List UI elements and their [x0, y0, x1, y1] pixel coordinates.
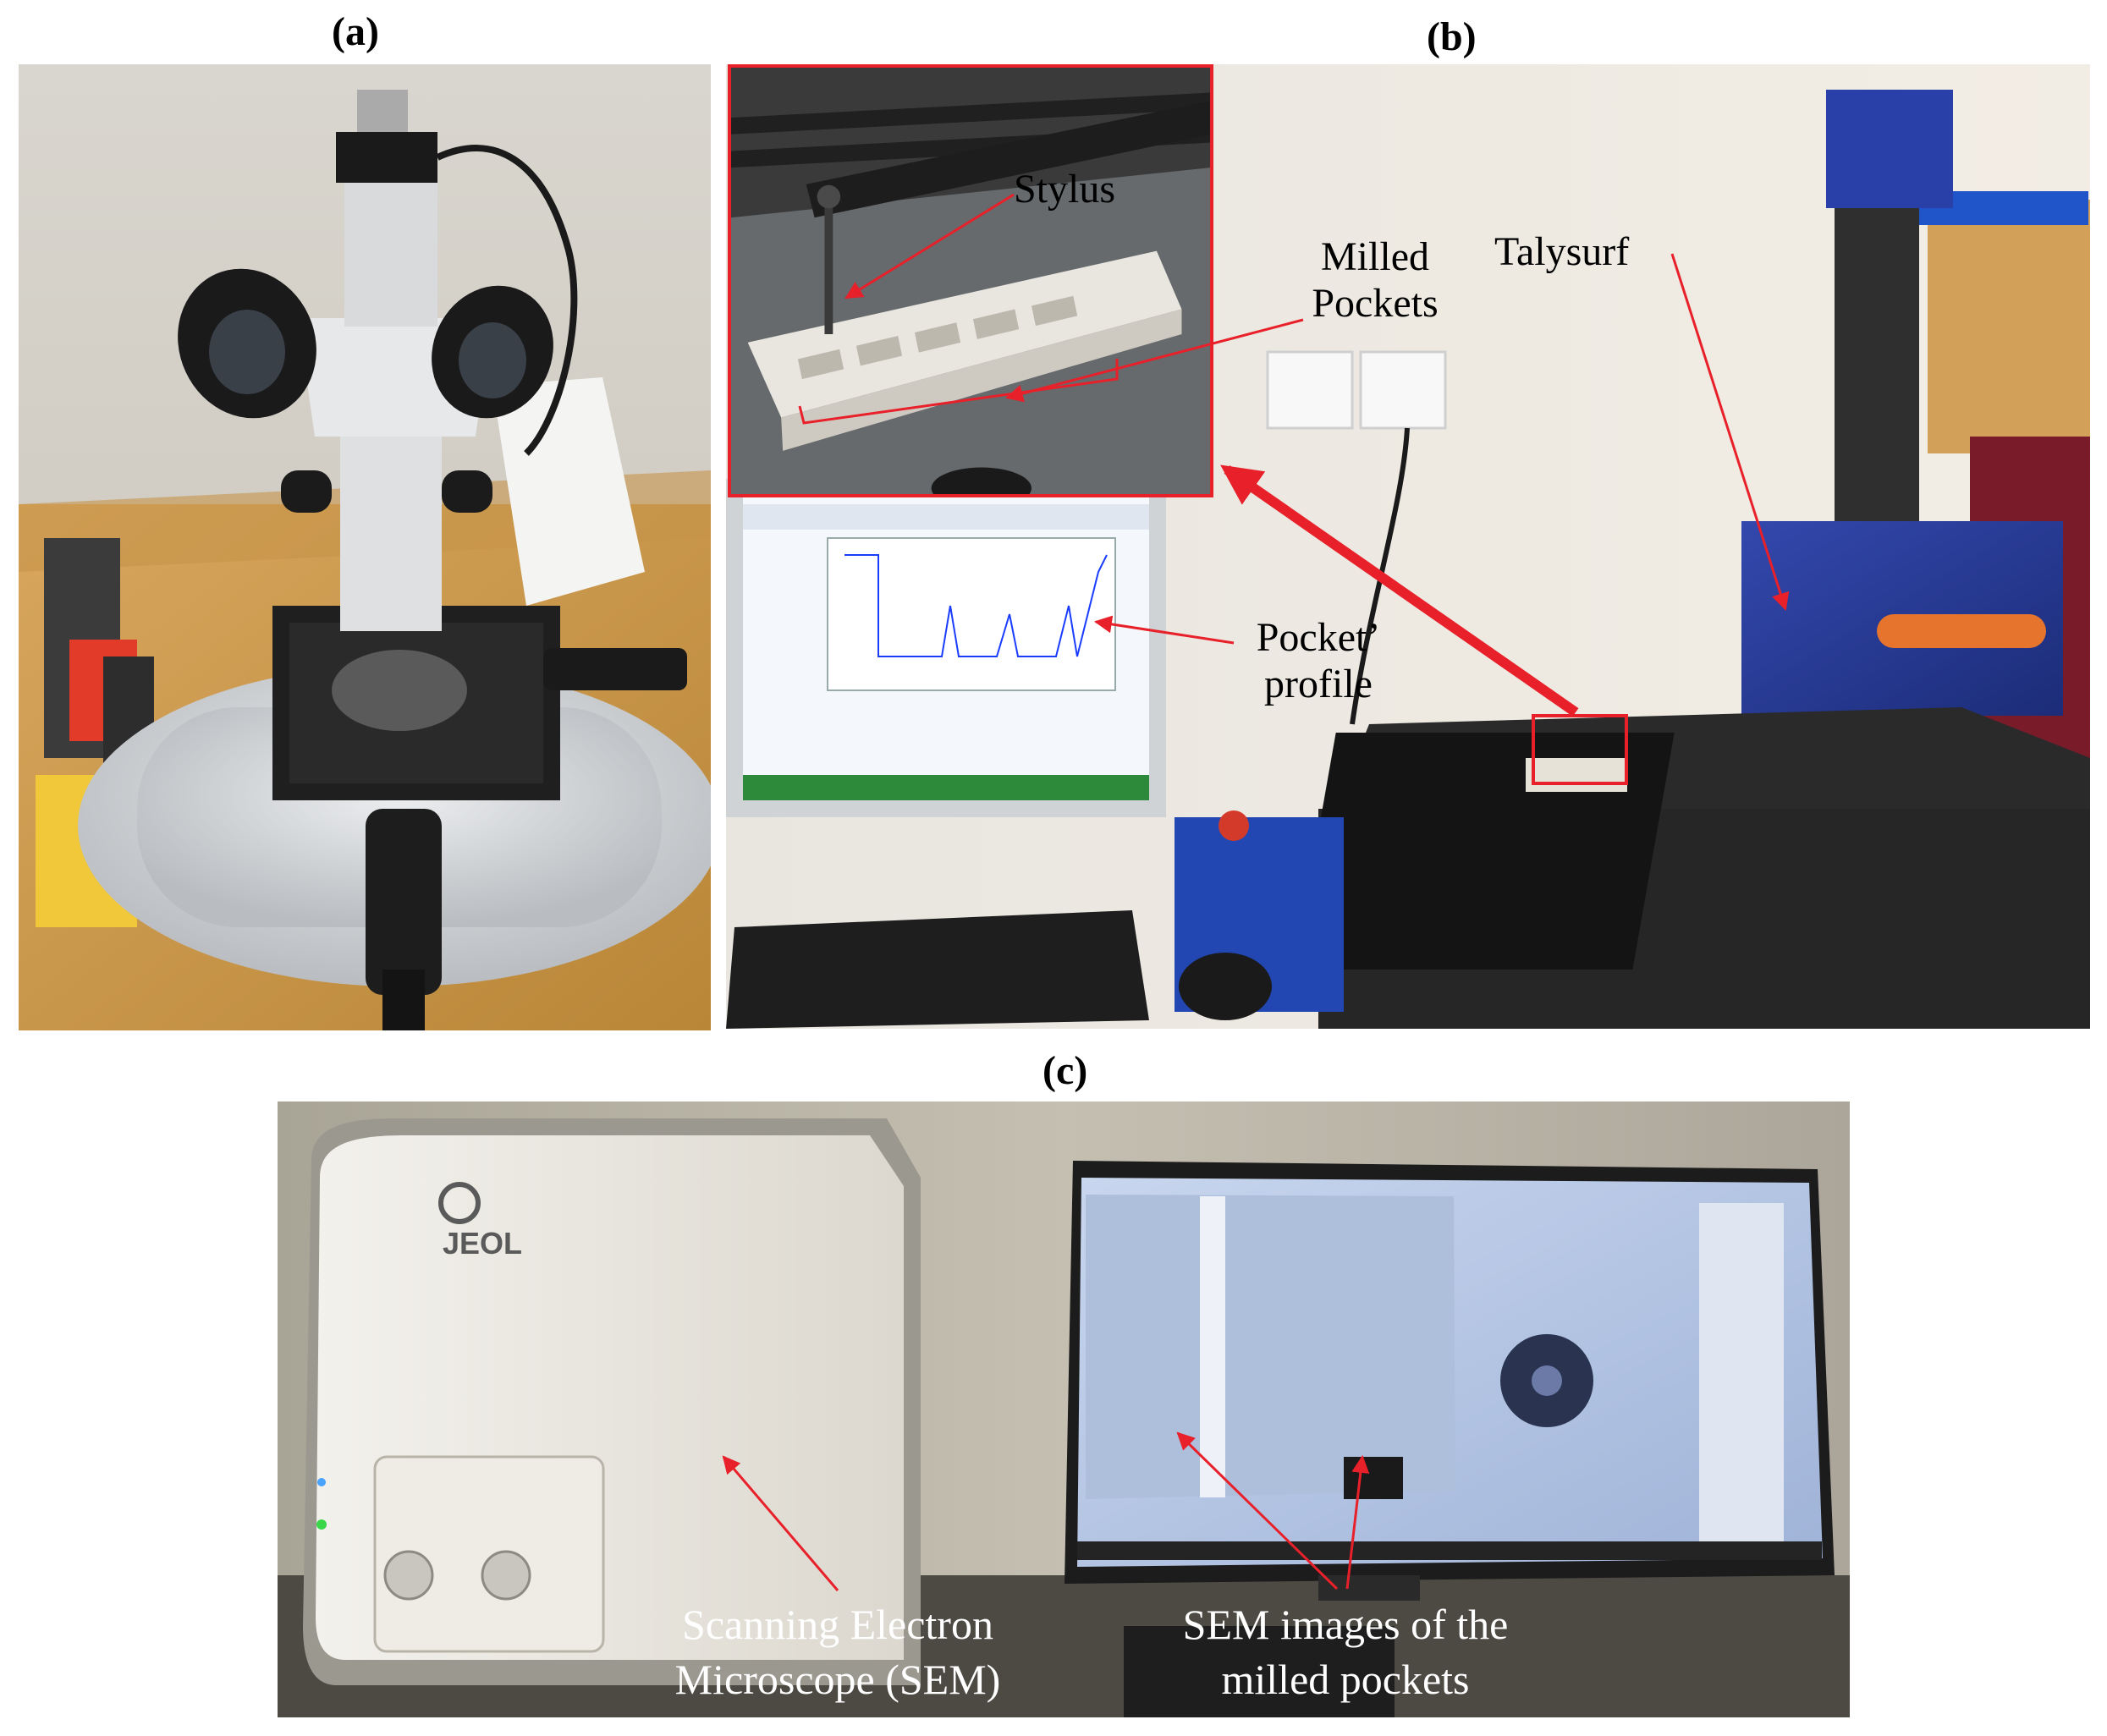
pocket-profile-label: Pocket’ profile — [1234, 614, 1403, 707]
sem-images-label-line2: milled pockets — [1221, 1656, 1470, 1703]
milled-pockets-label: Milled Pockets — [1295, 233, 1455, 327]
milled-pockets-label-line1: Milled — [1321, 234, 1429, 279]
panel-label-b: (b) — [1427, 14, 1477, 59]
panel-label-c: (c) — [1042, 1048, 1088, 1093]
talysurf-photo — [726, 64, 2090, 1029]
sem-label-line2: Microscope (SEM) — [674, 1656, 1001, 1703]
panel-label-a: (a) — [332, 9, 379, 54]
milled-pockets-label-line2: Pockets — [1312, 281, 1439, 327]
sem-images-label: SEM images of the milled pockets — [1151, 1597, 1540, 1707]
stylus-label: Stylus — [1014, 167, 1116, 212]
sem-label-line1: Scanning Electron — [682, 1601, 993, 1648]
pocket-profile-label-line2: profile — [1264, 662, 1373, 707]
sem-images-label-line1: SEM images of the — [1182, 1601, 1509, 1648]
talysurf-label: Talysurf — [1494, 229, 1630, 274]
sem-label: Scanning Electron Microscope (SEM) — [643, 1597, 1032, 1707]
sem-photo: JEOL — [278, 1101, 1850, 1717]
stylus-inset-photo — [728, 64, 1213, 497]
pocket-profile-label-line1: Pocket’ — [1256, 615, 1381, 660]
svg-text:JEOL: JEOL — [443, 1226, 522, 1261]
microscope-photo — [19, 64, 711, 1030]
